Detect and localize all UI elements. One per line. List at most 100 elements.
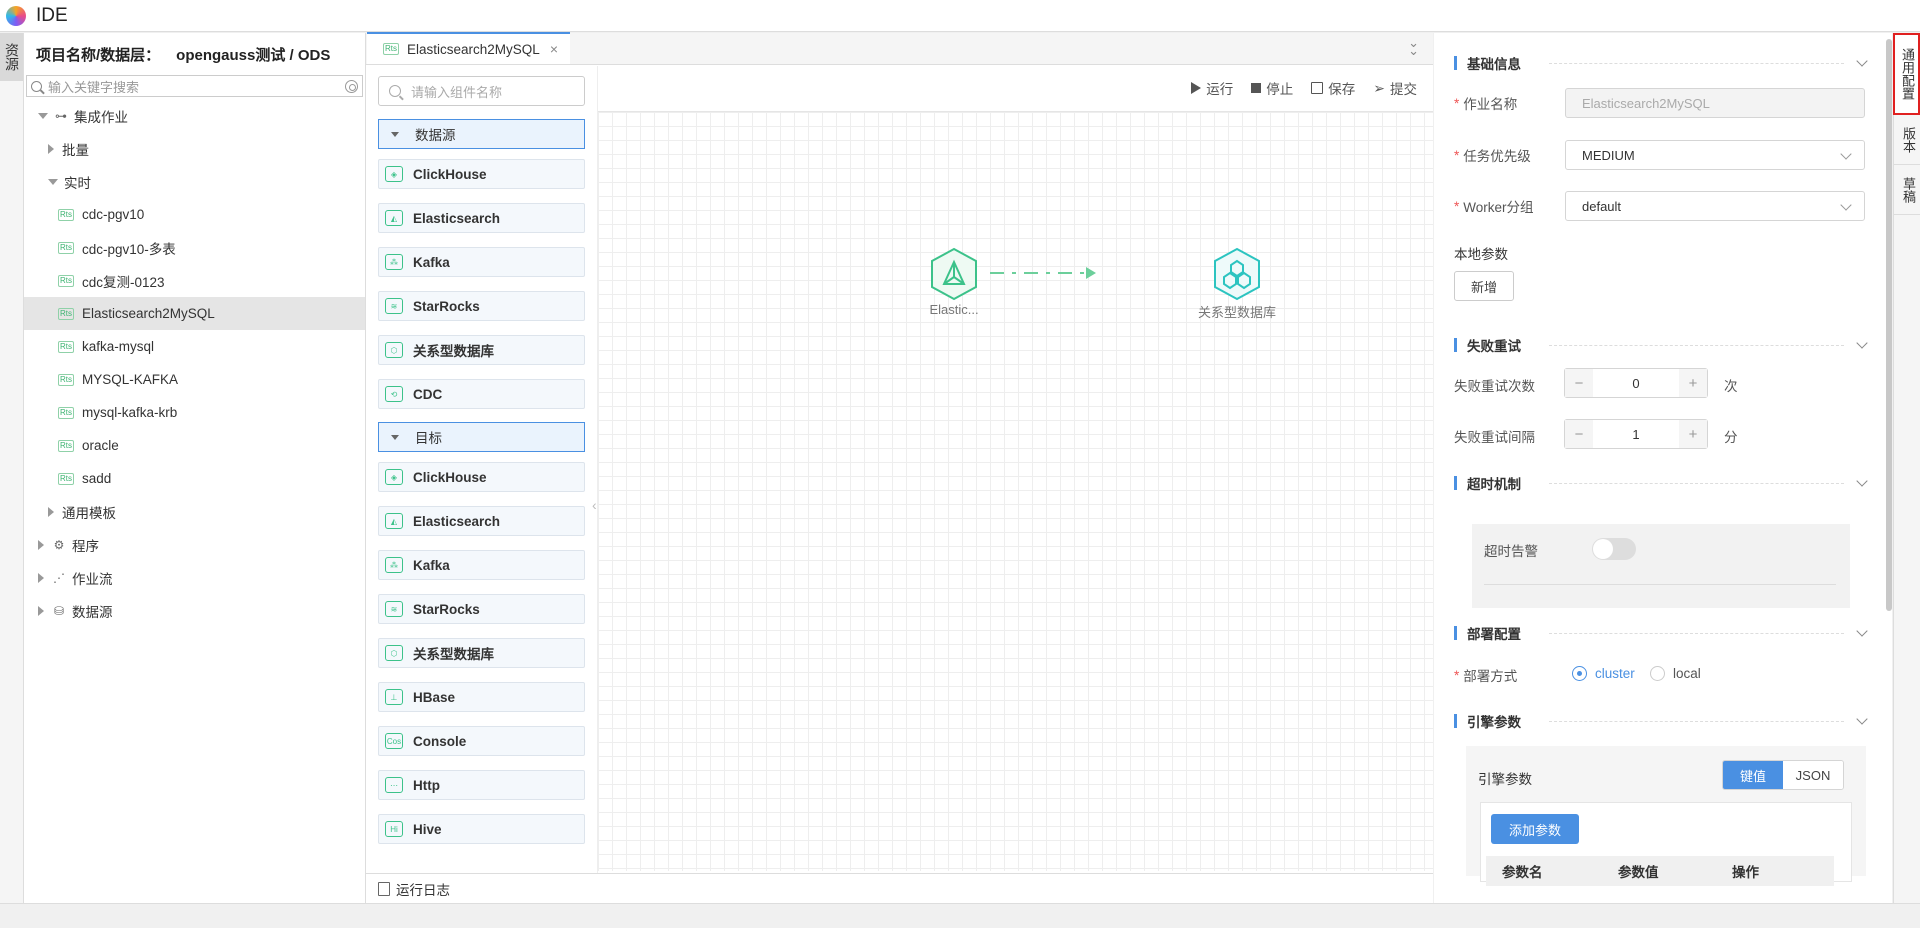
tree-node-datasource[interactable]: ⛁ 数据源: [24, 594, 365, 627]
label-text: 作业名称: [1463, 97, 1518, 112]
canvas-grid[interactable]: ‹ Elastic...: [592, 111, 1433, 871]
chevron-down-icon[interactable]: [1856, 55, 1868, 67]
component-search-placeholder: 请输入组件名称: [411, 84, 503, 100]
minus-icon[interactable]: −: [1565, 420, 1593, 448]
palette-item-target-rdbms[interactable]: ⬡关系型数据库: [378, 638, 585, 668]
priority-select[interactable]: MEDIUM: [1565, 140, 1865, 170]
kv-mode-button[interactable]: 键值: [1723, 761, 1783, 789]
save-button[interactable]: 保存: [1311, 78, 1355, 98]
submit-button[interactable]: ➢提交: [1373, 78, 1417, 98]
chevron-right-icon[interactable]: [48, 506, 54, 517]
close-icon[interactable]: ×: [549, 41, 558, 57]
palette-item-target-kafka[interactable]: ⁂Kafka: [378, 550, 585, 580]
retry-interval-stepper[interactable]: − 1 +: [1564, 419, 1708, 449]
properties-scrollbar[interactable]: [1886, 39, 1892, 611]
palette-item-target-starrocks[interactable]: ≋StarRocks: [378, 594, 585, 624]
flow-canvas[interactable]: 运行 停止 保存 ➢提交 ‹ Elastic...: [592, 66, 1433, 906]
palette-item-source-kafka[interactable]: ⁂Kafka: [378, 247, 585, 277]
worker-select[interactable]: default: [1565, 191, 1865, 221]
tree-node-realtime[interactable]: 实时: [24, 165, 365, 198]
collapse-left-icon[interactable]: ‹: [592, 497, 597, 513]
palette-item-source-cdc[interactable]: ⟲CDC: [378, 379, 585, 409]
plus-icon[interactable]: +: [1679, 369, 1707, 397]
chevron-down-icon[interactable]: [1856, 625, 1868, 637]
section-basic[interactable]: 基础信息: [1454, 53, 1868, 73]
palette-item-source-rdbms[interactable]: ⬡关系型数据库: [378, 335, 585, 365]
palette-item-target-elasticsearch[interactable]: ◭Elasticsearch: [378, 506, 585, 536]
retry-interval-value[interactable]: 1: [1632, 426, 1640, 442]
minus-icon[interactable]: −: [1565, 369, 1593, 397]
section-marker: [1454, 626, 1457, 640]
chevron-double-down-icon[interactable]: ⌄⌄: [1408, 35, 1419, 58]
tree-node-batch[interactable]: 批量: [24, 132, 365, 165]
rdbms-node-icon: [1214, 247, 1260, 301]
chevron-down-icon[interactable]: [1856, 713, 1868, 725]
job-name-input[interactable]: Elasticsearch2MySQL: [1565, 88, 1865, 118]
retry-count-label: 失败重试次数: [1454, 375, 1535, 395]
section-timeout[interactable]: 超时机制: [1454, 473, 1868, 493]
engine-mode-toggle[interactable]: 键值 JSON: [1722, 760, 1844, 790]
palette-item-source-elasticsearch[interactable]: ◭Elasticsearch: [378, 203, 585, 233]
tree-node-program[interactable]: ⚙ 程序: [24, 528, 365, 561]
required-mark: *: [1454, 198, 1460, 214]
chevron-down-icon[interactable]: [1856, 475, 1868, 487]
stop-button[interactable]: 停止: [1251, 78, 1293, 98]
section-deploy[interactable]: 部署配置: [1454, 623, 1868, 643]
palette-group-target[interactable]: 目标: [378, 422, 585, 452]
tree-node-integration[interactable]: ⊶ 集成作业: [24, 99, 365, 132]
palette-group-source[interactable]: 数据源: [378, 119, 585, 149]
rts-tag-icon: Rts: [58, 241, 74, 254]
item-label: StarRocks: [413, 601, 480, 617]
flow-node-target[interactable]: 关系型数据库: [1187, 246, 1287, 321]
run-log-bar[interactable]: 运行日志: [366, 873, 1433, 903]
deploy-radio-cluster[interactable]: cluster: [1572, 666, 1635, 681]
add-local-param-button[interactable]: 新增: [1454, 271, 1514, 301]
chevron-right-icon[interactable]: [38, 539, 44, 550]
palette-item-source-starrocks[interactable]: ≋StarRocks: [378, 291, 585, 321]
tree-node-template[interactable]: 通用模板: [24, 495, 365, 528]
chevron-right-icon[interactable]: [48, 143, 54, 154]
palette-item-target-clickhouse[interactable]: ◈ClickHouse: [378, 462, 585, 492]
palette-item-target-http[interactable]: ⋯Http: [378, 770, 585, 800]
locate-icon[interactable]: [345, 79, 358, 93]
flow-node-source[interactable]: Elastic...: [914, 246, 994, 317]
section-retry[interactable]: 失败重试: [1454, 335, 1868, 355]
palette-item-target-hbase[interactable]: ⊥HBase: [378, 682, 585, 712]
chevron-down-icon[interactable]: [38, 112, 48, 119]
tree-search-input[interactable]: 输入关键字搜索: [26, 75, 363, 97]
rail-tab-resources[interactable]: 资源: [0, 33, 23, 81]
item-label: 关系型数据库: [413, 344, 494, 359]
rail-tab-draft[interactable]: 草稿: [1894, 165, 1920, 215]
tree-node-workflow[interactable]: ⋰ 作业流: [24, 561, 365, 594]
add-param-button[interactable]: 添加参数: [1491, 814, 1579, 844]
section-divider: [1549, 632, 1844, 634]
section-engine[interactable]: 引擎参数: [1454, 711, 1868, 731]
tab-elasticsearch2mysql[interactable]: Rts Elasticsearch2MySQL ×: [367, 32, 570, 64]
retry-count-stepper[interactable]: − 0 +: [1564, 368, 1708, 398]
chevron-right-icon[interactable]: [38, 572, 44, 583]
rail-tab-general-config[interactable]: 通用配置: [1893, 33, 1920, 115]
json-mode-button[interactable]: JSON: [1783, 761, 1843, 789]
chevron-down-icon[interactable]: [1856, 337, 1868, 349]
run-button[interactable]: 运行: [1191, 78, 1233, 98]
chevron-right-icon[interactable]: [38, 605, 44, 616]
rail-tab-version[interactable]: 版本: [1894, 115, 1920, 165]
plus-icon[interactable]: +: [1679, 420, 1707, 448]
deploy-radio-local[interactable]: local: [1650, 666, 1701, 681]
component-search-input[interactable]: 请输入组件名称: [378, 76, 585, 106]
retry-count-value[interactable]: 0: [1632, 375, 1640, 391]
palette-item-source-clickhouse[interactable]: ◈ClickHouse: [378, 159, 585, 189]
chevron-down-icon[interactable]: [48, 178, 58, 185]
timeout-alarm-toggle[interactable]: [1592, 538, 1636, 560]
